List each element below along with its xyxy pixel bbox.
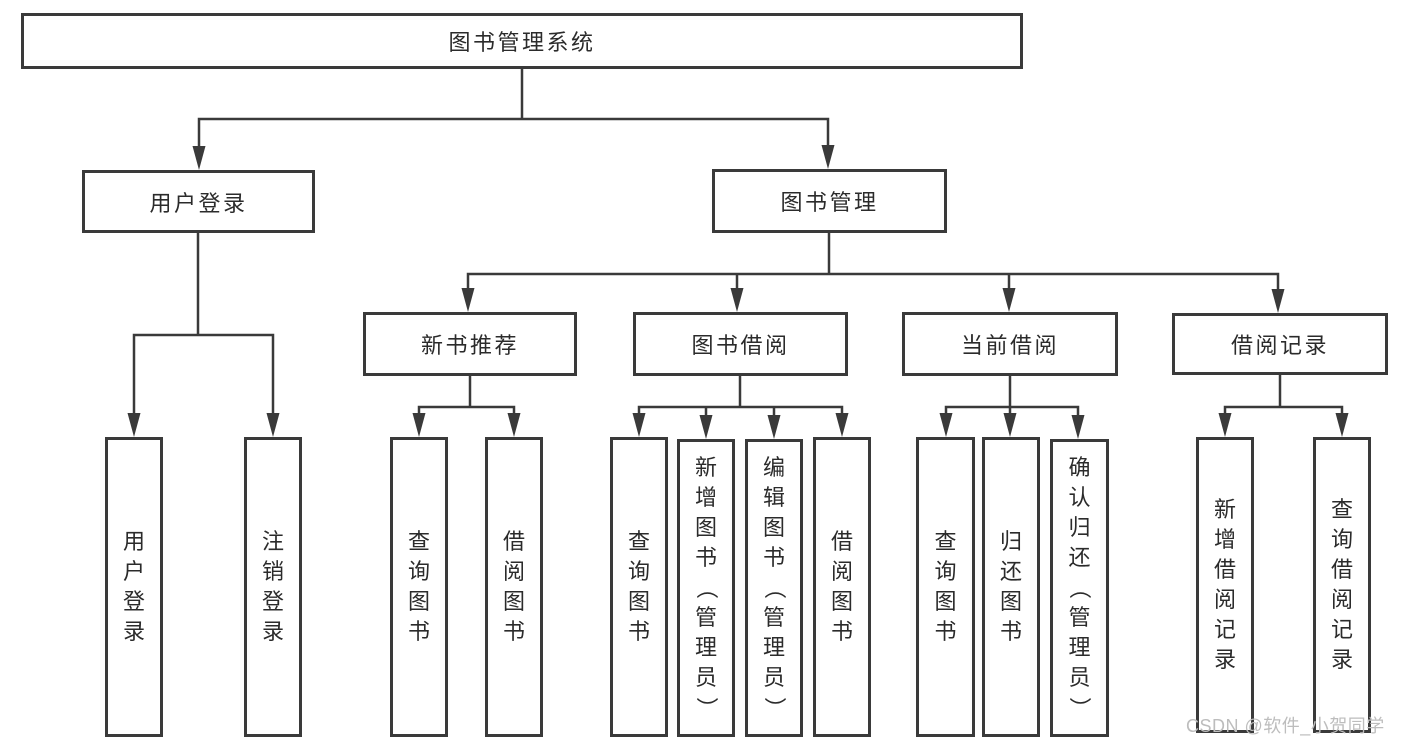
node-new-book-recommendation: 新书推荐 — [363, 312, 577, 376]
leaf-label: 新增图书（管理员） — [693, 455, 719, 720]
leaf-current-confirm-return-admin: 确认归还（管理员） — [1050, 439, 1109, 737]
leaf-label: 查询图书 — [627, 529, 650, 644]
node-label: 图书管理系统 — [448, 30, 596, 55]
connector-root-to-level1 — [192, 69, 835, 170]
node-label: 图书借阅 — [691, 333, 790, 358]
node-label: 用户登录 — [149, 190, 248, 216]
leaf-current-return-books: 归还图书 — [982, 437, 1040, 737]
node-borrowing-records: 借阅记录 — [1172, 313, 1388, 375]
leaf-records-query-record: 查询借阅记录 — [1313, 437, 1371, 733]
node-label: 新书推荐 — [420, 333, 519, 358]
leaf-newbook-borrow-books: 借阅图书 — [485, 437, 543, 737]
leaf-label: 编辑图书（管理员） — [761, 455, 787, 720]
node-label: 当前借阅 — [960, 333, 1059, 358]
leaf-label: 查询借阅记录 — [1330, 497, 1353, 672]
leaf-label: 归还图书 — [999, 529, 1022, 644]
leaf-label: 借阅图书 — [830, 529, 853, 644]
leaf-user-login: 用户登录 — [105, 437, 163, 737]
leaf-newbook-query-books: 查询图书 — [390, 437, 448, 737]
connector-book-borrowing-children — [632, 376, 849, 439]
connector-user-login-children — [127, 233, 280, 437]
leaf-borrow-edit-books-admin: 编辑图书（管理员） — [745, 439, 803, 737]
node-current-borrowing: 当前借阅 — [902, 312, 1118, 376]
node-label: 借阅记录 — [1230, 333, 1329, 358]
leaf-records-add-record: 新增借阅记录 — [1196, 437, 1254, 733]
leaf-label: 用户登录 — [122, 529, 145, 644]
leaf-borrow-add-books-admin: 新增图书（管理员） — [677, 439, 735, 737]
leaf-label: 查询图书 — [407, 529, 430, 644]
leaf-label: 确认归还（管理员） — [1067, 455, 1093, 720]
leaf-label: 查询图书 — [934, 529, 957, 644]
connector-borrowing-records-children — [1218, 375, 1349, 437]
leaf-label: 借阅图书 — [502, 529, 525, 644]
csdn-watermark: CSDN @软件_小贺同学 — [1186, 716, 1385, 736]
leaf-current-query-books: 查询图书 — [916, 437, 975, 737]
leaf-logout-login: 注销登录 — [244, 437, 302, 737]
leaf-label: 新增借阅记录 — [1213, 497, 1236, 672]
node-library-management-system: 图书管理系统 — [21, 13, 1023, 69]
node-label: 图书管理 — [780, 190, 879, 215]
connector-book-management-sections — [461, 233, 1285, 313]
node-book-borrowing: 图书借阅 — [633, 312, 848, 376]
leaf-borrow-query-books: 查询图书 — [610, 437, 668, 737]
connector-current-borrowing-children — [939, 376, 1085, 439]
node-book-management: 图书管理 — [712, 169, 947, 233]
leaf-borrow-borrow-books: 借阅图书 — [813, 437, 871, 737]
leaf-label: 注销登录 — [261, 529, 284, 644]
connector-new-book-children — [412, 376, 521, 437]
node-user-login: 用户登录 — [82, 170, 315, 233]
